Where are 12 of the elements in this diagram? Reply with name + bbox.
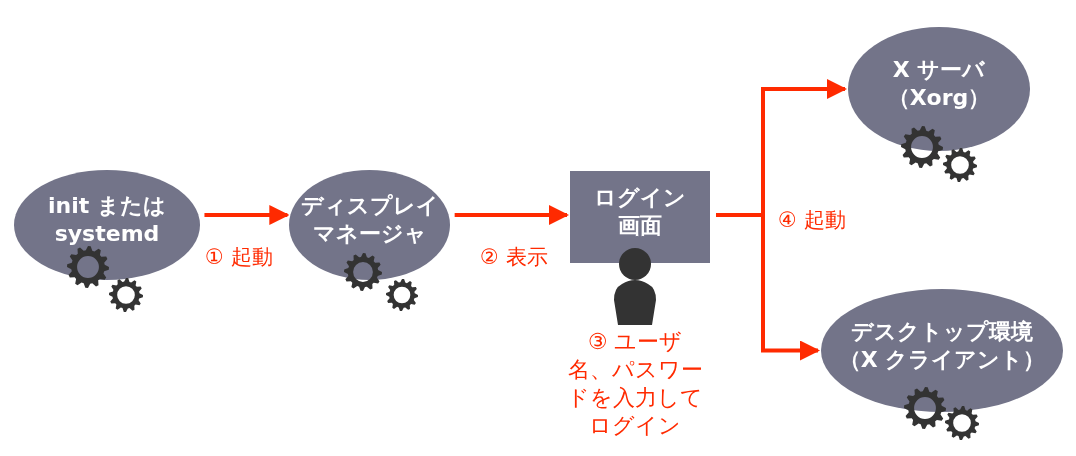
screen-box bbox=[570, 171, 710, 263]
node-label: ディスプレイマネージャ bbox=[299, 192, 440, 248]
node-label: ログイン画面 bbox=[593, 184, 687, 240]
node-label: デスクトップ環境（X クライアント） bbox=[837, 317, 1047, 374]
process-ellipse bbox=[821, 289, 1063, 412]
process-ellipse bbox=[289, 170, 450, 280]
process-ellipse bbox=[14, 170, 200, 280]
node-label: X サーバ（Xorg） bbox=[886, 56, 992, 112]
node-label: init または systemd bbox=[47, 192, 167, 248]
arrow bbox=[204, 205, 290, 225]
process-ellipse bbox=[848, 27, 1030, 151]
arrow bbox=[454, 205, 569, 225]
